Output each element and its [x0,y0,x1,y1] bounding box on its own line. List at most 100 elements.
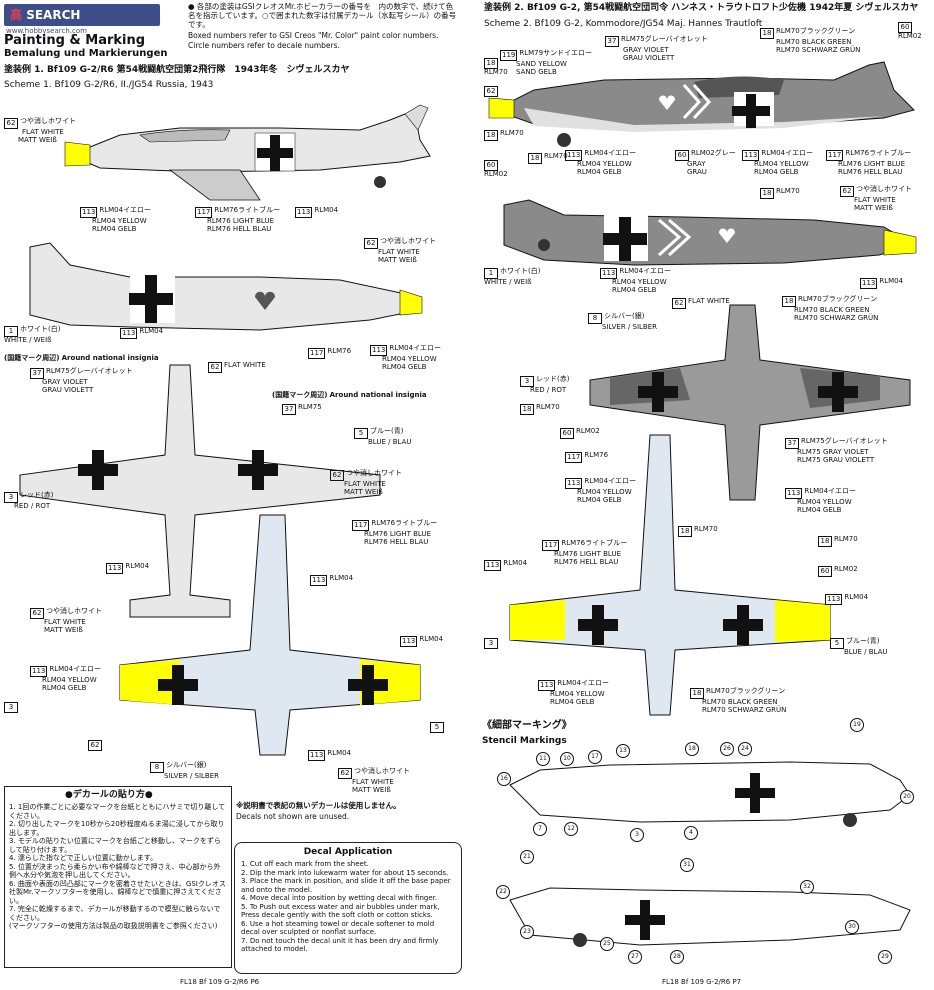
callout-3-r2: 3 [484,638,500,649]
callout-jp: RLM04イエロー [619,267,672,275]
scheme2-right-profile [503,199,917,266]
callout-en: RLM04 YELLOW [612,278,667,286]
scheme2-bottom-view [509,434,831,716]
callout-en: RLM76 LIGHT BLUE [838,160,905,168]
stencil-decal-num: 23 [520,925,534,939]
callout-de: RLM70 SCHWARZ GRÜN [776,45,861,54]
callout-de: RLM70 SCHWARZ GRÜN [794,313,879,322]
callout-en: RLM04 YELLOW [577,488,632,496]
callout-de: MATT WEIß [44,625,83,634]
callout-de: GRAU [687,167,707,176]
scheme1-right-profile [29,242,423,331]
callout-jp: ブルー(青) [370,427,404,435]
callout-de: RLM04 GELB [577,167,622,176]
decal-en-step: 6. Use a hot steaming towel or decale so… [241,919,435,937]
callout-de: RLM76 HELL BLAU [554,557,619,566]
callout-de: MATT WEIß [378,255,417,264]
stencil-decal-num: 31 [680,858,694,872]
paint-num: 62 [840,186,854,197]
scheme2-top-view [589,304,911,501]
callout-de: SAND GELB [516,67,557,76]
decal-jp-step: 3. モデルの貼りたい位置にマークを台紙ごと移動し、マークをずらして貼り付けます… [9,837,221,854]
insignia-en: Around national insignia [61,354,159,362]
callout-label: RLM70 [694,525,718,533]
decal-en-step: 3. Place the mark in position, and slide… [241,877,451,894]
callout-62-g: 62 [88,740,104,751]
callout-en: RED / ROT [530,386,567,394]
callout-jp: RLM76ライトブルー [561,539,628,547]
callout-en: BLUE / BLAU [368,438,412,446]
callout-jp: RLM75グレーバイオレット [46,367,133,375]
callout-en: GRAY VIOLET [42,378,88,386]
callout-jp: ホワイト(白) [500,267,541,275]
logo-text: SEARCH [26,8,81,22]
callout-label: RLM02 [834,565,858,573]
stencil-decal-num: 24 [738,742,752,756]
callout-label: RLM76 [327,347,352,355]
callout-de: RLM04 GELB [797,505,842,514]
decal-en-step: 2. Dip the mark into lukewarm water for … [241,868,449,877]
stencil-decal-num: 17 [588,750,602,764]
callout-en: RLM70 BLACK GREEN [776,38,852,46]
callout-label: RLM04 [844,593,869,601]
callout-de: RLM04 GELB [612,285,657,294]
callout-de: GRAU VIOLETT [822,455,875,464]
callout-label: RLM04 [329,574,354,582]
callout-en: RLM04 YELLOW [550,690,605,698]
stencil-decal-num: 13 [616,744,630,758]
callout-en: GRAY [687,160,706,168]
callout-de: GRAU VIOLETT [42,385,94,394]
stencil-decal-num: 11 [536,752,550,766]
callout-jp: RLM04イエロー [761,149,814,157]
callout-en: FLAT WHITE [344,480,386,488]
callout-label: FLAT WHITE [224,361,266,369]
stencil-decal-num: 26 [720,742,734,756]
callout-de: RLM04 GELB [550,697,595,706]
callout-en: RLM76 LIGHT BLUE [364,530,431,538]
paint-num: 8 [588,313,602,324]
callout-5-b: 5 [430,722,446,733]
callout-en: FLAT WHITE [688,297,730,305]
callout-jp: RLM04イエロー [389,344,442,352]
callout-en: WHITE / WEIß [484,278,532,286]
callout-label: RLM70 [776,187,800,195]
callout-jp: シルバー(銀) [166,761,207,769]
decal-jp-title: ●デカールの貼り方● [65,790,153,800]
stencil-decal-num: 22 [496,885,510,899]
stencil-decal-num: 29 [878,950,892,964]
callout-de: RLM04 GELB [754,167,799,176]
callout-jp: ホワイト(白) [20,325,61,333]
stencil-decal-num: 12 [564,822,578,836]
callout-label: RLM70 [536,403,560,411]
callout-de: MATT WEIß [344,487,383,496]
callout-jp: RLM76ライトブルー [214,206,281,214]
scheme2-left-profile [488,61,915,147]
callout-3-b: 3 [4,702,20,713]
paint-num: 62 [338,768,352,779]
decal-en-title: Decal Application [303,847,393,857]
callout-en: RLM04 YELLOW [92,217,147,225]
page-title: Painting & Marking [4,33,146,48]
logo-url: www.hobbysearch.com [6,27,87,35]
callout-en: FLAT WHITE [352,778,394,786]
